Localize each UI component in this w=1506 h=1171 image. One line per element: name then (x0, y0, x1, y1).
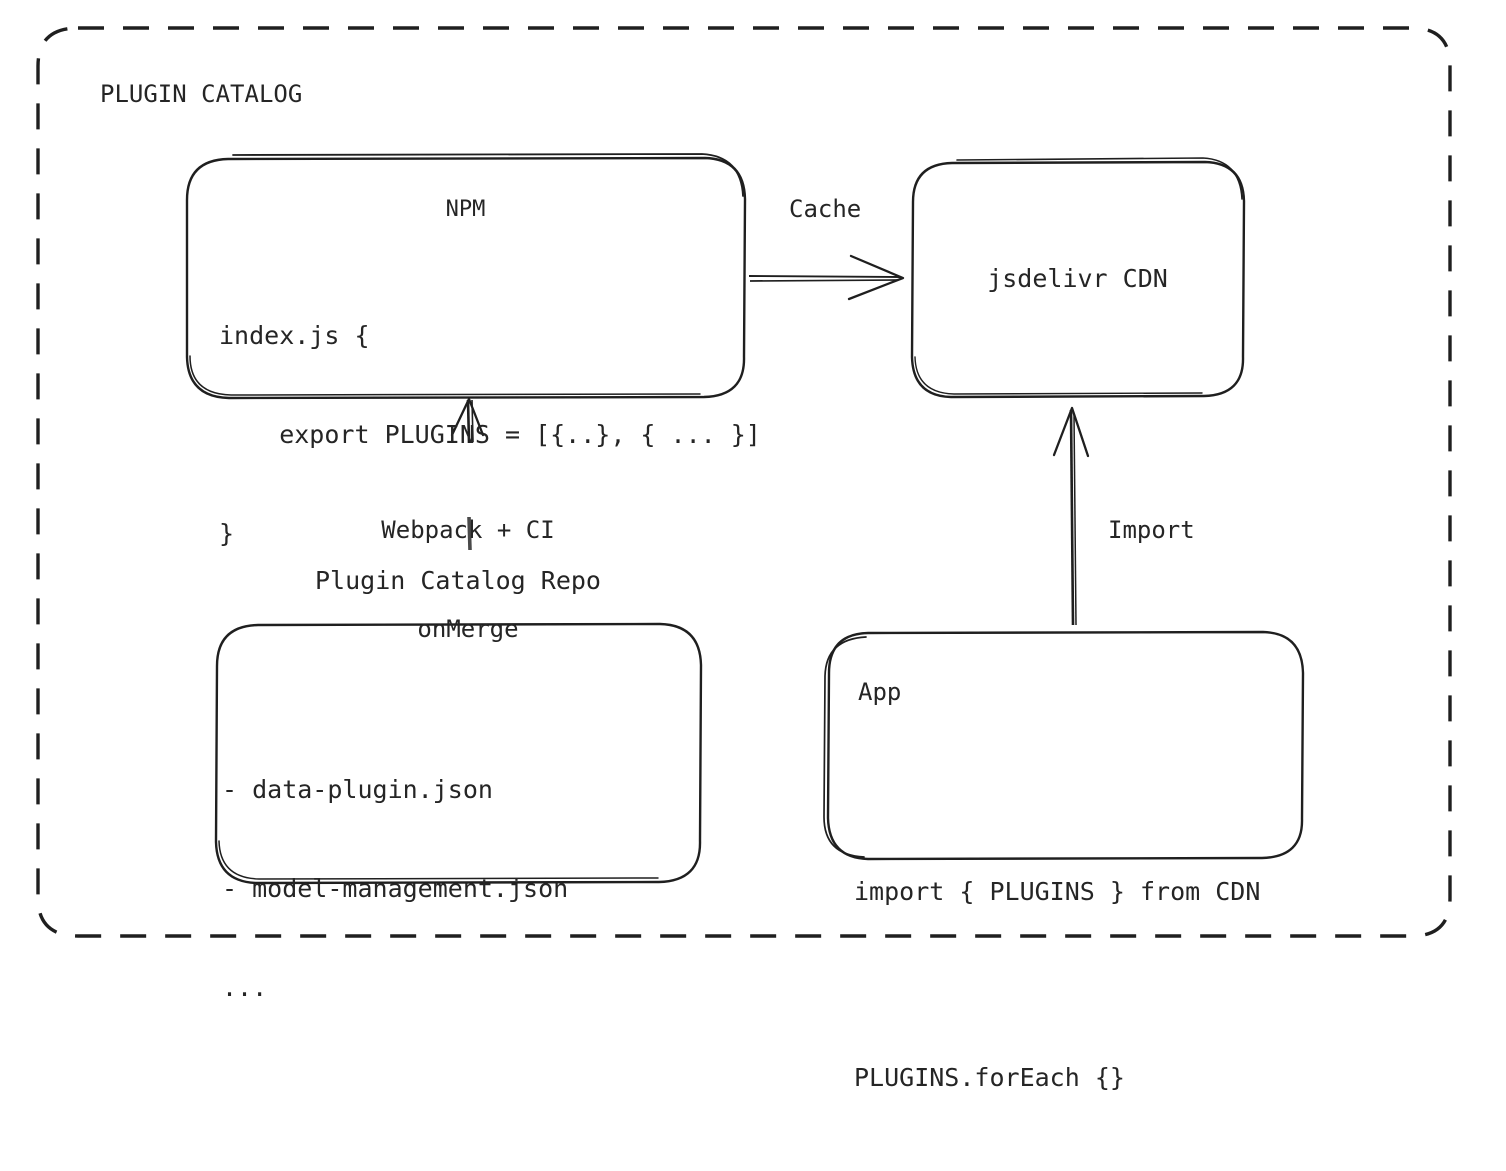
app-node-title: App (858, 678, 902, 706)
repo-code-line: - model-management.json (222, 874, 569, 903)
app-code-line: PLUGINS.forEach {} (854, 1063, 1125, 1092)
cdn-node-title: jsdelivr CDN (987, 264, 1168, 293)
repo-node-code: - data-plugin.json - model-management.js… (222, 707, 568, 1037)
repo-node-box (214, 622, 703, 885)
edge-label-line1: Webpack + CI (381, 516, 555, 544)
app-node-box (823, 630, 1305, 861)
arrow-app-to-cdn (1052, 406, 1090, 626)
repo-code-line: - data-plugin.json (222, 775, 493, 804)
app-node-code: import { PLUGINS } from CDN PLUGINS.forE… (854, 737, 1260, 1171)
npm-code-line: index.js { (219, 321, 370, 350)
arrow-repo-to-npm (450, 397, 485, 551)
edge-label-cache: Cache (789, 195, 862, 223)
npm-node-code: index.js { export PLUGINS = [{..}, { ...… (219, 253, 761, 583)
npm-code-line: } (219, 519, 235, 548)
diagram-canvas (36, 26, 1452, 938)
arrow-npm-to-cdn (748, 254, 905, 301)
plugin-catalog-container (36, 26, 1452, 938)
cdn-node-box (910, 157, 1246, 399)
page-title: PLUGIN CATALOG (100, 80, 303, 108)
npm-node-box (185, 153, 747, 400)
repo-code-line: ... (222, 973, 268, 1002)
repo-node-caption: Plugin Catalog Repo (315, 566, 601, 595)
npm-code-line: export PLUGINS = [{..}, { ... }] (219, 420, 761, 449)
edge-label-line2: onMerge (417, 615, 519, 643)
npm-node-title: NPM (445, 197, 486, 222)
app-code-line: import { PLUGINS } from CDN (854, 877, 1261, 906)
edge-label-import: Import (1108, 516, 1195, 544)
edge-label-webpack-ci: Webpack + CI onMerge (268, 448, 668, 679)
